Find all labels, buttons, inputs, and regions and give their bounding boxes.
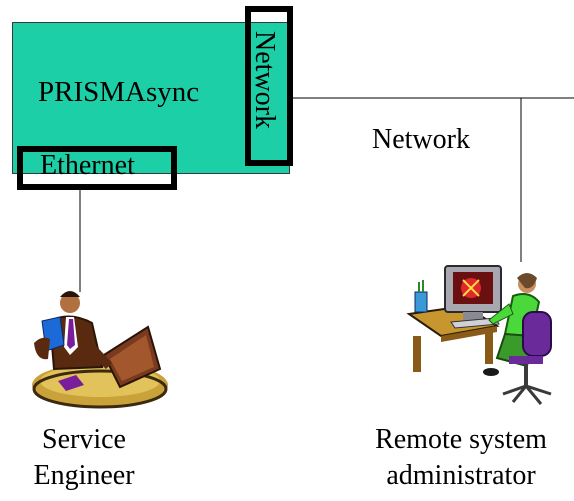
ethernet-port-label: Ethernet	[40, 150, 135, 181]
network-port-label-wrap: Network	[246, 6, 282, 154]
service-engineer-caption-line2: Engineer	[33, 460, 135, 491]
service-engineer-caption-line1: Service	[42, 424, 126, 455]
service-engineer-clipart	[32, 291, 168, 409]
remote-administrator-clipart	[406, 265, 552, 405]
network-port-box	[245, 6, 293, 166]
ethernet-port-box	[17, 146, 177, 190]
remote-admin-caption-line1: Remote system	[375, 424, 547, 455]
remote-admin-caption-line2: administrator	[386, 460, 536, 491]
network-label: Network	[372, 124, 470, 155]
network-port-label: Network	[249, 31, 281, 129]
device-label: PRISMAsync	[38, 76, 200, 108]
